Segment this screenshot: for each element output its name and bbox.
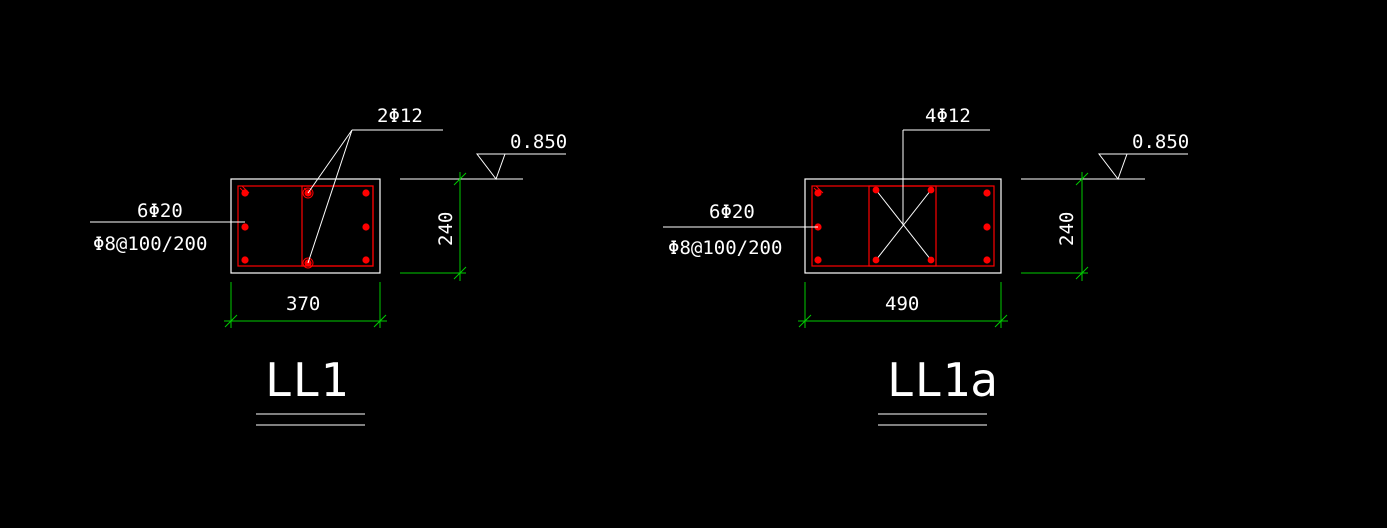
rebar-group [814,186,991,264]
rebar-dot [241,223,249,231]
rebar-dot [927,256,935,264]
rebar-dot [983,223,991,231]
rebar-dot [814,189,822,197]
elevation-label: 0.850 [510,131,567,153]
rebar-dot [927,186,935,194]
rebar-dot [983,256,991,264]
rebar-dot [872,256,880,264]
main-bars-label: 6Φ20 [709,201,755,223]
width-dimension [224,282,387,328]
beam-outline [230,178,381,274]
rebar-dot [983,189,991,197]
rebar-dot [362,223,370,231]
width-dimension-label: 490 [885,293,919,315]
rebar-ring [302,187,314,199]
top-bars-label: 4Φ12 [925,105,971,127]
height-dimension-label: 240 [1056,212,1078,246]
top-bars-label: 2Φ12 [377,105,423,127]
elevation-marker [400,153,566,181]
section-ll1: 2Φ12 6Φ20 Φ8@100/200 0.850 240 370 [90,105,567,426]
rebar-dot [241,256,249,264]
rebar-dot [362,256,370,264]
elevation-marker [1021,153,1188,181]
width-dimension-label: 370 [286,293,320,315]
rebar-dot [362,189,370,197]
rebar-dot [872,186,880,194]
rebar-dot [241,189,249,197]
section-ll1a: 4Φ12 6Φ20 Φ8@100/200 0.850 240 490 [663,105,1189,426]
section-title: LL1 [265,353,348,407]
top-bars-leader [902,129,990,225]
rebar-ring [302,257,314,269]
stirrup-label: Φ8@100/200 [93,233,207,255]
outer-stirrup [237,185,374,267]
section-title: LL1a [887,353,998,407]
main-bars-label: 6Φ20 [137,200,183,222]
height-dimension-label: 240 [435,212,457,246]
top-bars-leader [307,129,443,264]
height-dimension [400,172,467,281]
inner-stirrup [301,185,374,267]
rebar-group [241,189,370,267]
stirrup-label: Φ8@100/200 [668,237,782,259]
rebar-dot [814,256,822,264]
height-dimension [1021,172,1089,281]
elevation-label: 0.850 [1132,131,1189,153]
width-dimension [798,282,1008,328]
